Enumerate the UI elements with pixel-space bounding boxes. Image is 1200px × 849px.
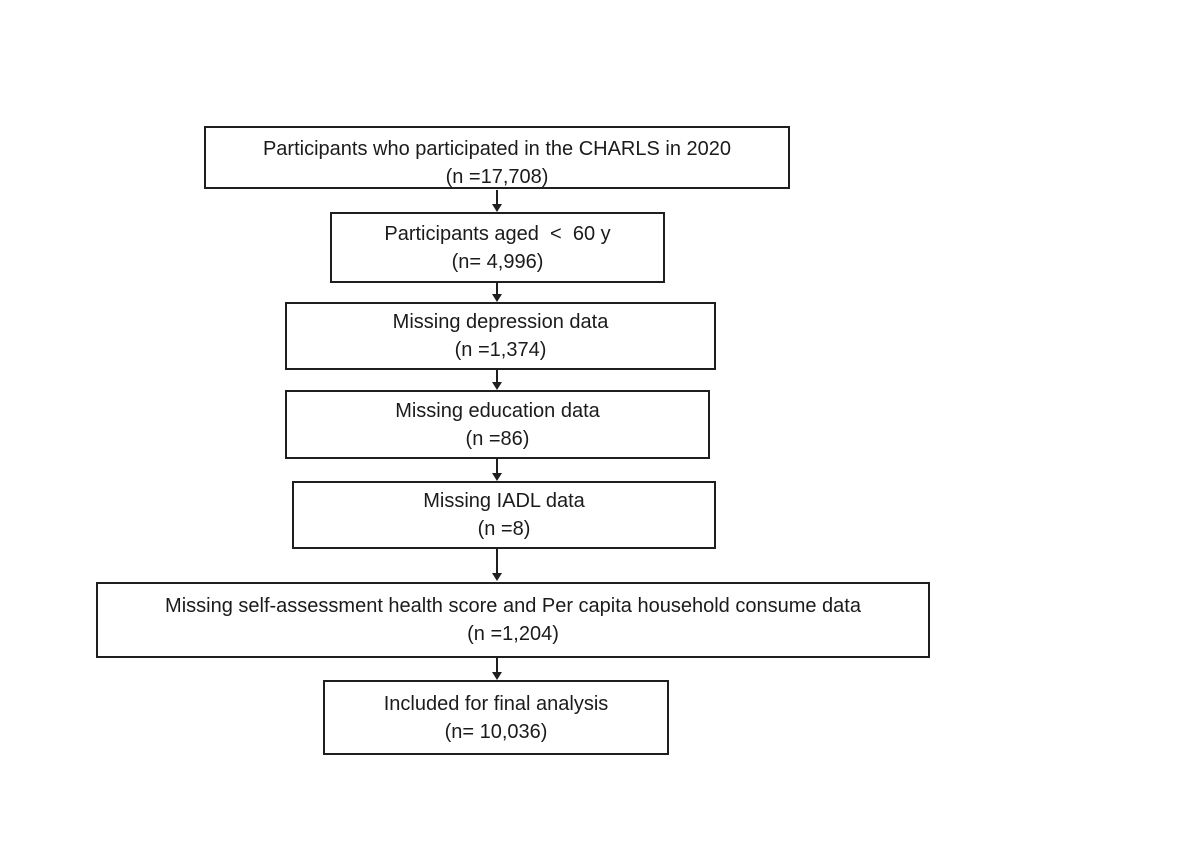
- arrow-line: [496, 459, 498, 473]
- flow-box-label: Missing IADL data: [423, 490, 585, 512]
- flow-box-count: (n =1,204): [467, 623, 559, 645]
- flow-box-final-analysis: Included for final analysis (n= 10,036): [323, 680, 669, 755]
- flow-box-label: Included for final analysis: [383, 692, 609, 715]
- down-arrow: [491, 549, 503, 581]
- arrow-head-icon: [492, 294, 502, 302]
- flow-box-count: (n =86): [465, 427, 530, 450]
- flow-box-missing-education: Missing education data (n =86): [285, 390, 710, 459]
- arrow-line: [496, 549, 498, 573]
- flow-box-count: (n =17,708): [445, 166, 549, 188]
- arrow-line: [496, 283, 498, 294]
- flow-box-count: (n= 4,996): [451, 250, 544, 273]
- down-arrow: [491, 190, 503, 212]
- arrow-head-icon: [492, 573, 502, 581]
- arrow-head-icon: [492, 204, 502, 212]
- arrow-head-icon: [492, 382, 502, 390]
- down-arrow: [491, 283, 503, 302]
- flow-box-count: (n= 10,036): [444, 720, 548, 743]
- flow-box-missing-iadl: Missing IADL data (n =8): [292, 481, 716, 549]
- flow-box-label: Missing education data: [395, 399, 600, 422]
- flow-box-count: (n =8): [477, 518, 531, 540]
- arrow-head-icon: [492, 473, 502, 481]
- flow-box-charls-2020: Participants who participated in the CHA…: [204, 126, 790, 189]
- flow-box-label: Participants who participated in the CHA…: [262, 138, 732, 160]
- flow-box-label: Participants aged < 60 y: [384, 222, 611, 245]
- flow-box-label: Missing self-assessment health score and…: [165, 595, 861, 617]
- flow-box-label: Missing depression data: [392, 311, 609, 333]
- flow-box-count: (n =1,374): [454, 339, 547, 361]
- arrow-line: [496, 658, 498, 672]
- flow-box-missing-depression: Missing depression data (n =1,374): [285, 302, 716, 370]
- arrow-line: [496, 370, 498, 382]
- down-arrow: [491, 658, 503, 680]
- arrow-head-icon: [492, 672, 502, 680]
- down-arrow: [491, 370, 503, 390]
- down-arrow: [491, 459, 503, 481]
- flow-box-missing-health-consume: Missing self-assessment health score and…: [96, 582, 930, 658]
- arrow-line: [496, 190, 498, 204]
- flow-box-aged-under-60: Participants aged < 60 y (n= 4,996): [330, 212, 665, 283]
